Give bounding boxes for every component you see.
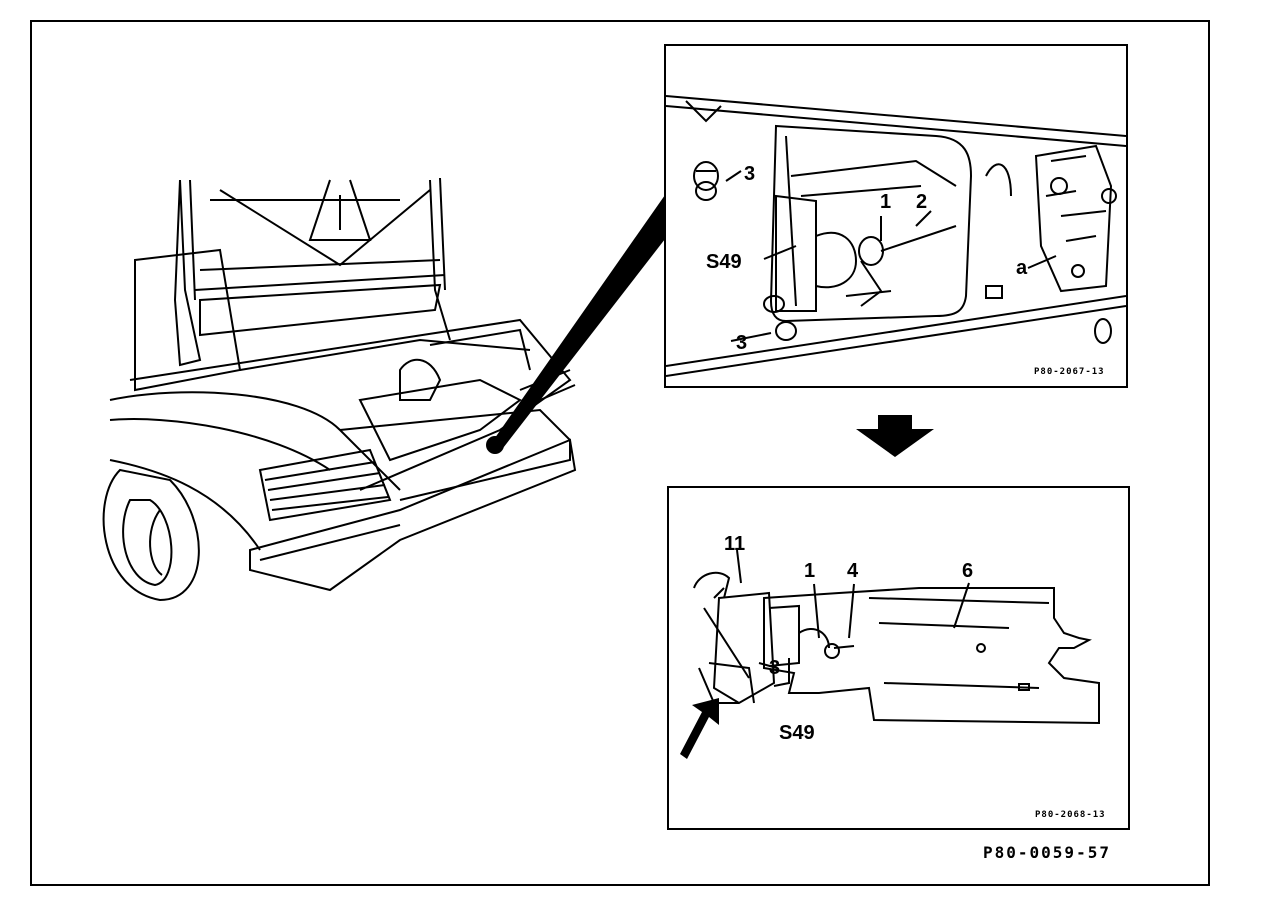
label-a: a [1016, 257, 1028, 279]
label-3: 3 [769, 657, 781, 679]
label-11: 11 [724, 533, 746, 555]
label-s49: S49 [706, 251, 742, 273]
callout-leader [490, 195, 672, 452]
car-trunk-illustration [100, 170, 580, 610]
down-arrow-icon [856, 415, 934, 457]
detail-bottom-code: P80-2068-13 [1035, 810, 1106, 820]
detail-panel-top: 3 1 2 S49 3 a P80-2067-13 [664, 44, 1128, 388]
detail-panel-bottom: 11 1 4 6 3 S49 P80-2068-13 [667, 486, 1130, 830]
figure-code: P80-0059-57 [983, 843, 1111, 862]
label-1: 1 [804, 560, 816, 582]
label-4: 4 [847, 560, 859, 582]
label-2: 2 [916, 191, 928, 213]
label-6: 6 [962, 560, 974, 582]
label-3-lower: 3 [736, 332, 748, 354]
pointer-arrow-icon [680, 698, 719, 759]
label-s49: S49 [779, 722, 815, 744]
label-1: 1 [880, 191, 892, 213]
detail-top-code: P80-2067-13 [1034, 367, 1105, 377]
label-3-upper: 3 [744, 163, 756, 185]
